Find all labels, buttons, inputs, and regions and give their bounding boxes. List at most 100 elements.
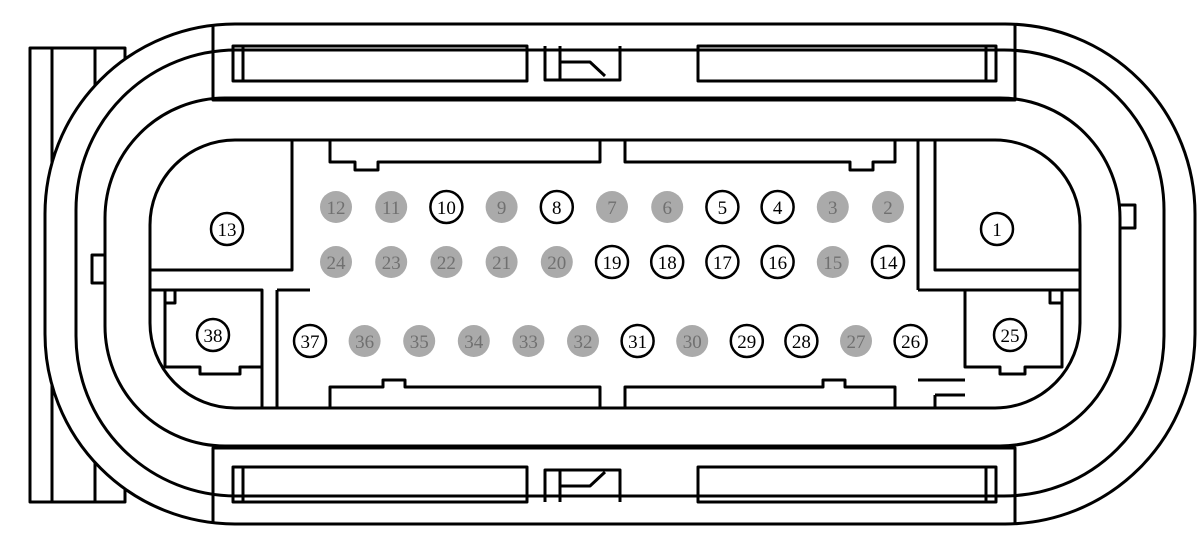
left-upper-cavity (150, 140, 294, 272)
pin-26-label: 26 (901, 332, 920, 353)
pin-30-label: 30 (683, 332, 702, 353)
pin-37-label: 37 (301, 332, 320, 353)
bottom-slot-left (231, 465, 529, 504)
large-pin-1: 1 (979, 211, 1015, 247)
pin-2: 2 (872, 191, 904, 223)
pin-23: 23 (375, 246, 408, 278)
pin-21-label: 21 (492, 253, 511, 274)
pin-5-label: 5 (718, 198, 728, 219)
pin-17-label: 17 (713, 253, 732, 274)
pin-14-circle (870, 244, 906, 280)
pin-29-circle (729, 323, 765, 359)
pin-19-label: 19 (603, 253, 622, 274)
large-pin-38-label: 38 (204, 326, 223, 347)
pin-16-label: 16 (768, 253, 787, 274)
pin-23-label: 23 (382, 253, 401, 274)
pin-5: 5 (705, 189, 740, 225)
pin-7-circle (596, 191, 628, 223)
pin-36-label: 36 (355, 332, 374, 353)
pin-28-label: 28 (792, 332, 811, 353)
left-key (90, 253, 105, 285)
pin-15-circle (816, 246, 849, 278)
pin-8-label: 8 (552, 198, 562, 219)
pin-5-circle (705, 189, 740, 225)
pin-27: 27 (840, 325, 872, 357)
pin-12-label: 12 (327, 198, 346, 219)
pin-6-label: 6 (662, 198, 672, 219)
pin-4: 4 (760, 189, 795, 225)
right-lower-cavity (918, 290, 1064, 408)
pin-18-circle (649, 244, 685, 280)
pin-20-circle (540, 246, 573, 278)
pin-17-circle (705, 244, 740, 280)
pin-26: 26 (893, 323, 928, 359)
pin-6-circle (651, 191, 684, 223)
pin-3: 3 (816, 191, 849, 223)
pin-18: 18 (649, 244, 685, 280)
pin-4-circle (760, 189, 795, 225)
pin-22-circle (430, 246, 463, 278)
left-lower-cavity (150, 288, 264, 408)
pin-6: 6 (651, 191, 684, 223)
pin-16: 16 (760, 244, 795, 280)
top-slot-right (696, 44, 998, 83)
pin-9-circle (485, 191, 518, 223)
pin-12-circle (320, 191, 352, 223)
pin-36-circle (348, 325, 381, 357)
pin-21-circle (485, 246, 518, 278)
pin-10: 10 (429, 189, 464, 225)
pin-15-label: 15 (823, 253, 842, 274)
pin-26-circle (893, 323, 928, 359)
bottom-inner-keyway (328, 378, 897, 408)
inner-seal-ring (103, 96, 1122, 448)
pin-30-circle (676, 325, 709, 357)
pin-9: 9 (485, 191, 518, 223)
pin-4-label: 4 (773, 198, 783, 219)
pin-33: 33 (512, 325, 545, 357)
large-pin-38-circle (195, 317, 231, 353)
pin-12: 12 (320, 191, 352, 223)
pin-23-circle (375, 246, 408, 278)
top-slot-left (231, 44, 529, 83)
pin-17: 17 (705, 244, 740, 280)
top-inner-keyway (328, 140, 897, 172)
pin-2-label: 2 (883, 198, 893, 219)
pin-33-label: 33 (519, 332, 538, 353)
pin-35: 35 (403, 325, 436, 357)
large-pin-1-label: 1 (992, 220, 1002, 241)
pin-29-label: 29 (737, 332, 756, 353)
large-pin-13-circle (209, 211, 245, 247)
pin-31-label: 31 (628, 332, 647, 353)
large-pin-1-circle (979, 211, 1015, 247)
pin-29: 29 (729, 323, 765, 359)
pin-35-label: 35 (410, 332, 429, 353)
pin-33-circle (512, 325, 545, 357)
bottom-latch-plate (211, 446, 1017, 524)
pin-28: 28 (784, 323, 819, 359)
pin-19-circle (594, 244, 630, 280)
pin-8: 8 (539, 189, 575, 225)
pin-7: 7 (596, 191, 628, 223)
pin-21: 21 (485, 246, 518, 278)
pin-24-label: 24 (327, 253, 347, 274)
pin-34-label: 34 (464, 332, 484, 353)
large-pin-13: 13 (209, 211, 245, 247)
pin-10-circle (429, 189, 464, 225)
large-pin-38: 38 (195, 317, 231, 353)
pin-11-circle (375, 191, 408, 223)
pin-30: 30 (676, 325, 709, 357)
pin-32-circle (567, 325, 599, 357)
pin-37-circle (292, 323, 328, 359)
pin-35-circle (403, 325, 436, 357)
pin-8-circle (539, 189, 575, 225)
pin-3-circle (816, 191, 849, 223)
top-latch-plate (211, 24, 1017, 102)
pin-11: 11 (375, 191, 408, 223)
pin-34-circle (457, 325, 490, 357)
bottom-slot-right (696, 465, 998, 504)
pin-11-label: 11 (382, 198, 400, 219)
large-pin-25-circle (992, 317, 1028, 353)
